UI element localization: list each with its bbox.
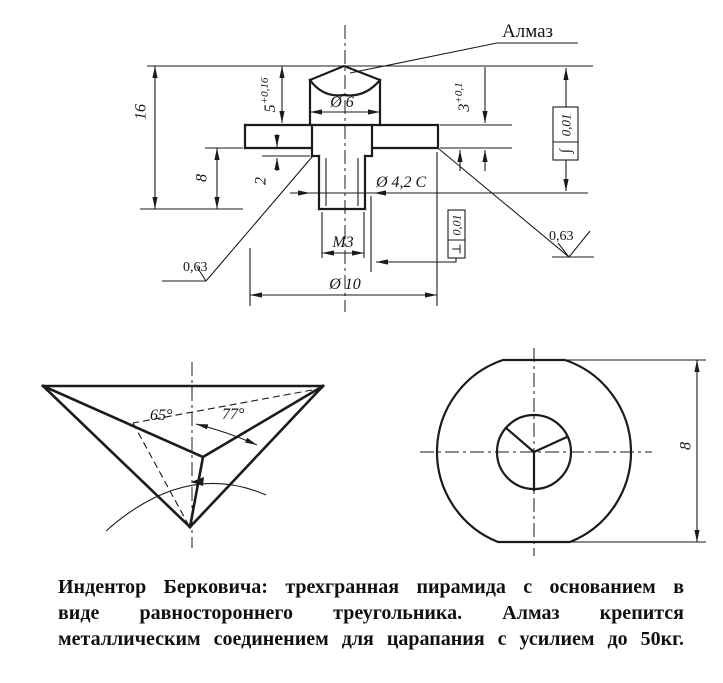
dim-3-label: 3+0,1 bbox=[453, 82, 473, 112]
angle-77-label: 77° bbox=[222, 406, 245, 423]
body-outline bbox=[435, 358, 633, 544]
thread-m3-label: М3 bbox=[331, 234, 353, 251]
caption-line: Индентор Берковича: трехгранная пирамида… bbox=[58, 576, 684, 598]
dia-6-label: Ø 6 bbox=[329, 94, 354, 111]
dim-16-label: 16 bbox=[133, 104, 150, 120]
rotation-arc-arrow bbox=[191, 477, 204, 486]
caption: Индентор Берковича: трехгранная пирамида… bbox=[58, 574, 684, 652]
diamond-leader-line bbox=[349, 42, 578, 74]
roughness-mark-right: 0,63 bbox=[438, 148, 594, 258]
end-view-dim-8-label: 8 bbox=[678, 442, 695, 450]
diamond-label: Алмаз bbox=[502, 21, 553, 42]
profile-tolerance-frame: 0,01 ∫ bbox=[552, 68, 579, 191]
hidden-edge-2 bbox=[132, 422, 189, 525]
roughness-mark-left: 0,63 bbox=[162, 156, 313, 282]
dim-2-label: 2 bbox=[253, 177, 270, 185]
dia-10-label: Ø 10 bbox=[328, 276, 361, 293]
dim-8-label: 8 bbox=[194, 174, 211, 182]
crimp-scallops bbox=[308, 78, 382, 97]
roughness-right-value: 0,63 bbox=[549, 229, 574, 244]
caption-line: металлическим соединением для царапания … bbox=[58, 628, 684, 650]
dia-42-label: Ø 4,2 С bbox=[375, 174, 427, 191]
dim-5-label: 5+0,16 bbox=[259, 77, 279, 112]
top-view: Алмаз Ø 6 16 8 5+0 bbox=[133, 21, 594, 312]
spoke-1 bbox=[504, 426, 536, 454]
end-view: 8 bbox=[420, 348, 706, 556]
perpendicularity-value: 0,01 bbox=[450, 215, 464, 236]
perpendicularity-tolerance-frame: 0,01 ⊥ bbox=[376, 209, 466, 265]
angle-65-label: 65° bbox=[150, 407, 173, 424]
spoke-2 bbox=[532, 435, 569, 454]
angle-arc-77 bbox=[195, 423, 258, 446]
pyramid-view: 65° 77° bbox=[41, 362, 325, 548]
caption-line: виде равностороннего треугольника. Алмаз… bbox=[58, 602, 684, 624]
profile-tolerance-value: 0,01 bbox=[559, 114, 574, 137]
perpendicularity-icon: ⊥ bbox=[450, 243, 464, 254]
profile-tolerance-icon: ∫ bbox=[558, 147, 574, 154]
rotation-arc bbox=[105, 482, 267, 532]
hidden-edge-1 bbox=[132, 387, 324, 424]
diamond-tip-outline bbox=[308, 64, 382, 82]
roughness-left-value: 0,63 bbox=[183, 260, 208, 275]
